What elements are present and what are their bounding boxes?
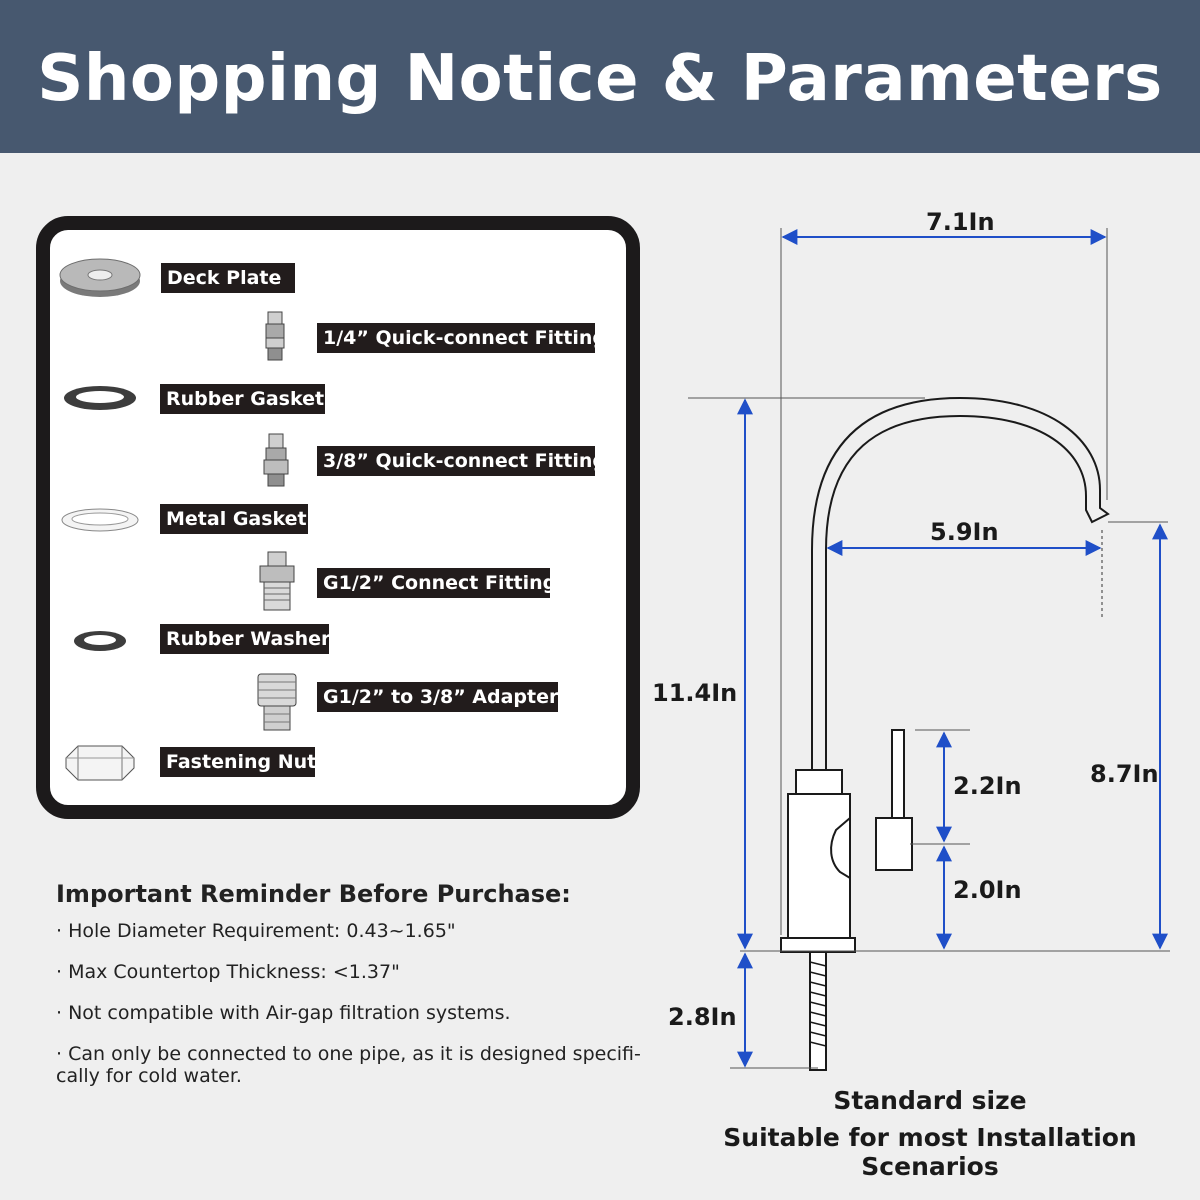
adapter-icon: [257, 673, 297, 731]
part-label-fastening-nut: Fastening Nut: [160, 747, 316, 777]
dimension-spout-inner: 5.9In: [930, 518, 999, 546]
dimension-shank-length: 2.8In: [668, 1003, 737, 1031]
page-title: Shopping Notice & Parameters: [37, 42, 1163, 116]
dimension-spout-reach: 7.1In: [926, 208, 995, 236]
part-label-rubber-gasket: Rubber Gasket: [160, 384, 325, 414]
part-label-deck-plate: Deck Plate: [161, 263, 295, 293]
dimension-outlet-height: 8.7In: [1090, 760, 1159, 788]
caption-installation: Suitable for most Installation Scenarios: [723, 1123, 1137, 1181]
header-banner: Shopping Notice & Parameters: [0, 0, 1200, 153]
caption-standard-size: Standard size: [833, 1086, 1027, 1115]
quick-connect-fitting-icon: [265, 311, 285, 361]
reminder-title: Important Reminder Before Purchase:: [56, 880, 571, 908]
hex-nut-icon: [65, 745, 135, 781]
purchase-reminder: Important Reminder Before Purchase: · Ho…: [56, 880, 646, 1106]
part-label-three-eighths-quick-connect: 3/8” Quick-connect Fitting: [317, 446, 606, 476]
rubber-washer-icon: [74, 631, 126, 651]
dimension-lines: [737, 229, 1168, 1068]
reminder-item: · Max Countertop Thickness: <1.37": [56, 961, 400, 983]
faucet-outline: [780, 396, 1110, 1071]
reminder-item: · Not compatible with Air-gap filtration…: [56, 1002, 511, 1024]
part-label-adapter: G1/2” to 3/8” Adapter: [317, 682, 558, 712]
reminder-item: · Hole Diameter Requirement: 0.43~1.65": [56, 920, 456, 942]
reminder-item: · Can only be connected to one pipe, as …: [56, 1043, 641, 1087]
deck-plate-icon: [59, 258, 141, 297]
part-label-quarter-quick-connect: 1/4” Quick-connect Fitting: [317, 323, 606, 353]
extension-lines: [688, 228, 1170, 1069]
part-label-rubber-washer: Rubber Washer: [160, 624, 330, 654]
dimension-handle-height: 2.2In: [953, 772, 1022, 800]
rubber-gasket-icon: [64, 386, 136, 410]
metal-gasket-icon: [61, 508, 139, 532]
part-label-metal-gasket: Metal Gasket: [160, 504, 308, 534]
part-label-connect-fitting: G1/2” Connect Fitting: [317, 568, 556, 598]
quick-connect-fitting-icon: [263, 433, 289, 487]
dimension-body-height: 2.0In: [953, 876, 1022, 904]
dimension-total-height: 11.4In: [652, 679, 738, 707]
connect-fitting-icon: [259, 551, 295, 611]
